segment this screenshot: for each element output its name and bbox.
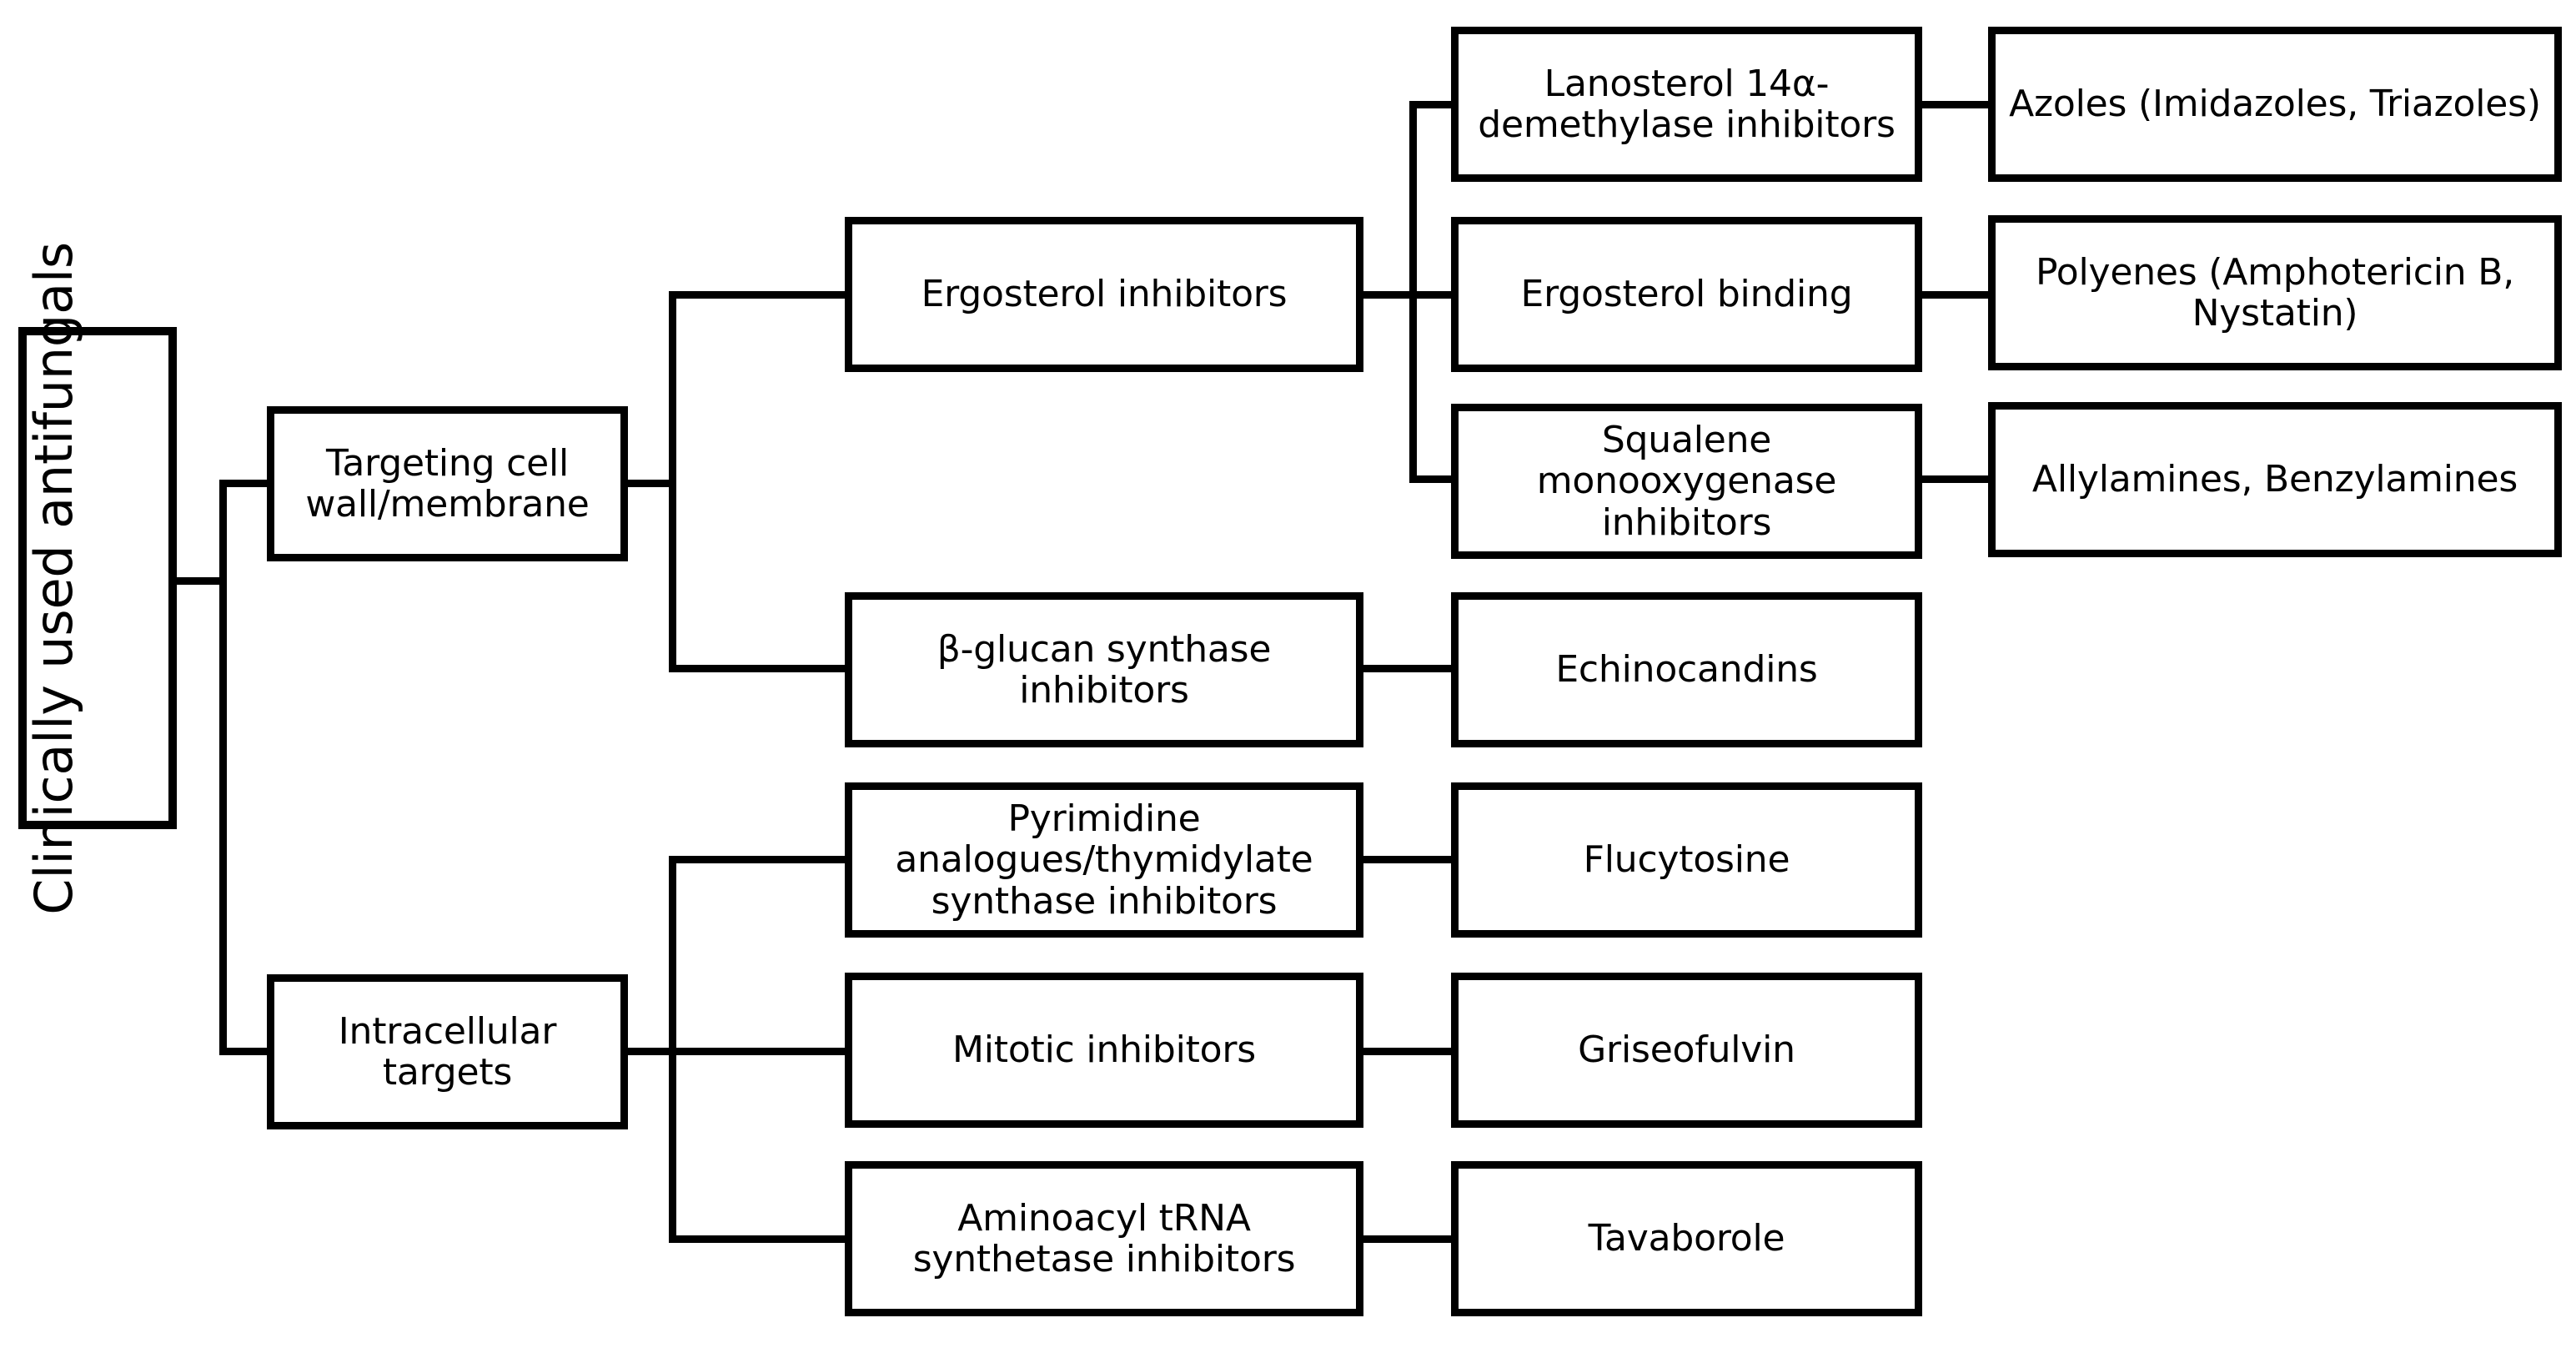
node-beta-glucan-synthase-inhibitors[interactable]: β-glucan synthase inhibitors	[845, 592, 1363, 747]
node-label: Tavaborole	[1588, 1217, 1785, 1260]
node-label: Lanosterol 14α-demethylase inhibitors	[1478, 62, 1896, 146]
node-label: Targeting cell wall/membrane	[305, 441, 590, 526]
node-label: Flucytosine	[1583, 838, 1790, 882]
node-echinocandins[interactable]: Echinocandins	[1451, 592, 1922, 747]
node-lanosterol-14a-demethylase-inhibitors[interactable]: Lanosterol 14α-demethylase inhibitors	[1451, 27, 1922, 182]
connector-beta-glucan-to-echinocandins	[1358, 665, 1458, 672]
node-label: Squalene monooxygenase inhibitors	[1536, 419, 1837, 544]
node-intracellular-targets[interactable]: Intracellular targets	[267, 974, 628, 1129]
connector-cell-wall-out	[621, 480, 675, 487]
node-label: Griseofulvin	[1578, 1029, 1795, 1072]
connector-to-lanosterol	[1409, 101, 1458, 108]
connector-level2-spine	[219, 480, 227, 1055]
node-label: Intracellular targets	[338, 1009, 557, 1094]
connector-root-out	[177, 577, 227, 585]
connector-to-ergosterol-binding	[1409, 291, 1458, 299]
connector-ergosterol-inhibitors-out	[1358, 291, 1416, 299]
connector-aminoacyl-to-tavaborole	[1358, 1235, 1458, 1243]
node-tavaborole[interactable]: Tavaborole	[1451, 1161, 1922, 1316]
node-azoles-imidazoles-triazoles[interactable]: Azoles (Imidazoles, Triazoles)	[1988, 27, 2562, 182]
node-label: β-glucan synthase inhibitors	[936, 627, 1272, 712]
connector-to-intracellular	[219, 1048, 269, 1055]
connector-to-squalene	[1409, 475, 1458, 483]
connector-lanosterol-to-azoles	[1918, 101, 1995, 108]
connector-cellwall-children-spine	[669, 291, 676, 672]
node-allylamines-benzylamines[interactable]: Allylamines, Benzylamines	[1988, 402, 2562, 557]
node-polyenes-amphotericin-b-nystatin[interactable]: Polyenes (Amphotericin B, Nystatin)	[1988, 215, 2562, 370]
connector-mitotic-to-griseofulvin	[1358, 1048, 1458, 1055]
node-targeting-cell-wall-membrane[interactable]: Targeting cell wall/membrane	[267, 406, 628, 561]
node-label: Aminoacyl tRNA synthetase inhibitors	[912, 1196, 1296, 1280]
node-griseofulvin[interactable]: Griseofulvin	[1451, 973, 1922, 1128]
node-label: Mitotic inhibitors	[952, 1029, 1256, 1072]
connector-to-mitotic	[669, 1048, 848, 1055]
connector-to-cell-wall	[219, 480, 269, 487]
connector-to-ergosterol-inhibitors	[669, 291, 848, 299]
connector-pyrimidine-to-flucytosine	[1358, 856, 1458, 863]
node-root-label: Clinically used antifungals	[23, 241, 84, 915]
node-ergosterol-binding[interactable]: Ergosterol binding	[1451, 217, 1922, 372]
node-root-clinically-used-antifungals[interactable]: Clinically used antifungals	[18, 242, 177, 914]
node-label: Polyenes (Amphotericin B, Nystatin)	[2035, 250, 2515, 334]
node-squalene-monooxygenase-inhibitors[interactable]: Squalene monooxygenase inhibitors	[1451, 404, 1922, 559]
node-label: Ergosterol binding	[1520, 273, 1853, 316]
connector-to-aminoacyl	[669, 1235, 848, 1243]
connector-to-beta-glucan	[669, 665, 848, 672]
connector-intracellular-out	[621, 1048, 675, 1055]
node-label: Pyrimidine analogues/thymidylate synthas…	[895, 797, 1313, 923]
connector-ergosterol-binding-to-polyenes	[1918, 291, 1995, 299]
node-label: Allylamines, Benzylamines	[2031, 458, 2518, 501]
node-ergosterol-inhibitors[interactable]: Ergosterol inhibitors	[845, 217, 1363, 372]
node-label: Echinocandins	[1555, 648, 1818, 692]
node-label: Azoles (Imidazoles, Triazoles)	[2009, 83, 2541, 126]
connector-squalene-to-allylamines	[1918, 475, 1995, 483]
node-label: Ergosterol inhibitors	[921, 273, 1288, 316]
node-pyrimidine-analogues-thymidylate-synthase-inhibitors[interactable]: Pyrimidine analogues/thymidylate synthas…	[845, 782, 1363, 938]
connector-to-pyrimidine	[669, 856, 848, 863]
node-flucytosine[interactable]: Flucytosine	[1451, 782, 1922, 938]
node-aminoacyl-trna-synthetase-inhibitors[interactable]: Aminoacyl tRNA synthetase inhibitors	[845, 1161, 1363, 1316]
node-mitotic-inhibitors[interactable]: Mitotic inhibitors	[845, 973, 1363, 1128]
